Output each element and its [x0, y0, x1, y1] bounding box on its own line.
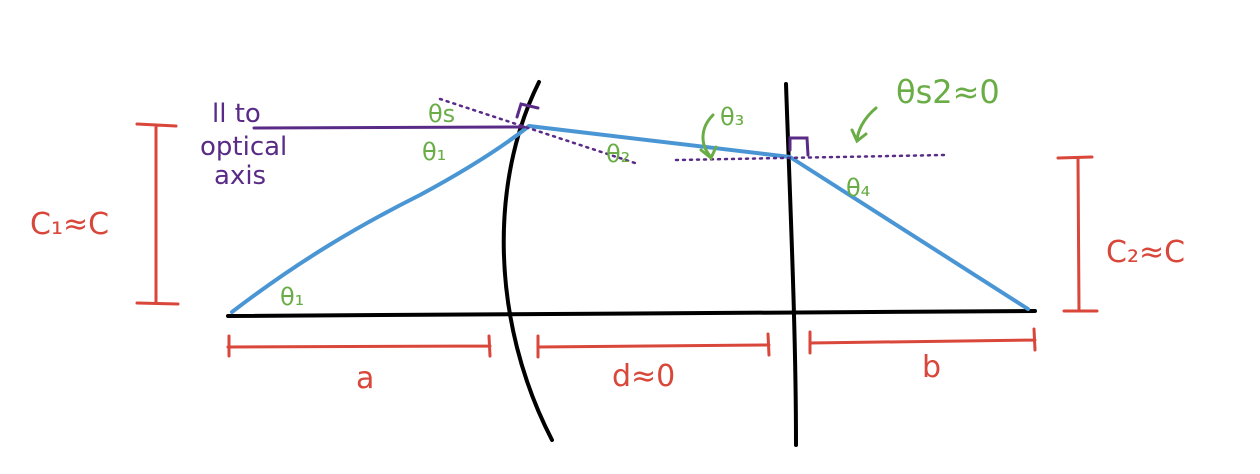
- light-ray: [230, 124, 1030, 314]
- label-b: b: [922, 350, 941, 385]
- label-theta2: θ₂: [606, 140, 630, 168]
- label-d: d≈0: [612, 359, 675, 394]
- label-theta4: θ₄: [846, 174, 870, 202]
- theta-s2-arrow-head: [850, 128, 868, 144]
- label-parallel-line1: ll to: [212, 99, 261, 129]
- curved-surface: [501, 80, 554, 442]
- label-parallel-line2: optical: [200, 132, 287, 162]
- label-parallel-line3: axis: [214, 161, 266, 191]
- parallel-axis-line: [252, 125, 526, 130]
- label-theta-s: θs: [428, 100, 455, 128]
- optical-axis: [226, 309, 1037, 318]
- label-theta-s2: θs2≈0: [896, 73, 1000, 111]
- normal-line-curved: [438, 97, 640, 166]
- label-c1: C₁≈C: [30, 207, 109, 242]
- theta3-arrow-head: [699, 145, 718, 161]
- flat-surface: [784, 82, 798, 447]
- theta3-arrow: [701, 113, 715, 159]
- theta-s2-arrow: [855, 106, 878, 142]
- label-c2: C₂≈C: [1106, 235, 1185, 270]
- label-theta1-axis: θ₁: [280, 283, 304, 311]
- c1-dimension-line: [135, 122, 180, 306]
- normal-line-flat: [674, 153, 947, 162]
- a-dimension-line: [226, 334, 492, 358]
- c2-dimension-line: [1056, 155, 1099, 313]
- right-angle-marker-flat: [788, 136, 810, 157]
- label-theta1-lens: θ₁: [422, 138, 446, 166]
- d-dimension-line: [536, 332, 771, 359]
- label-a: a: [356, 361, 374, 396]
- label-theta3: θ₃: [720, 103, 744, 131]
- b-dimension-line: [808, 327, 1037, 355]
- right-angle-marker-curved: [515, 102, 540, 119]
